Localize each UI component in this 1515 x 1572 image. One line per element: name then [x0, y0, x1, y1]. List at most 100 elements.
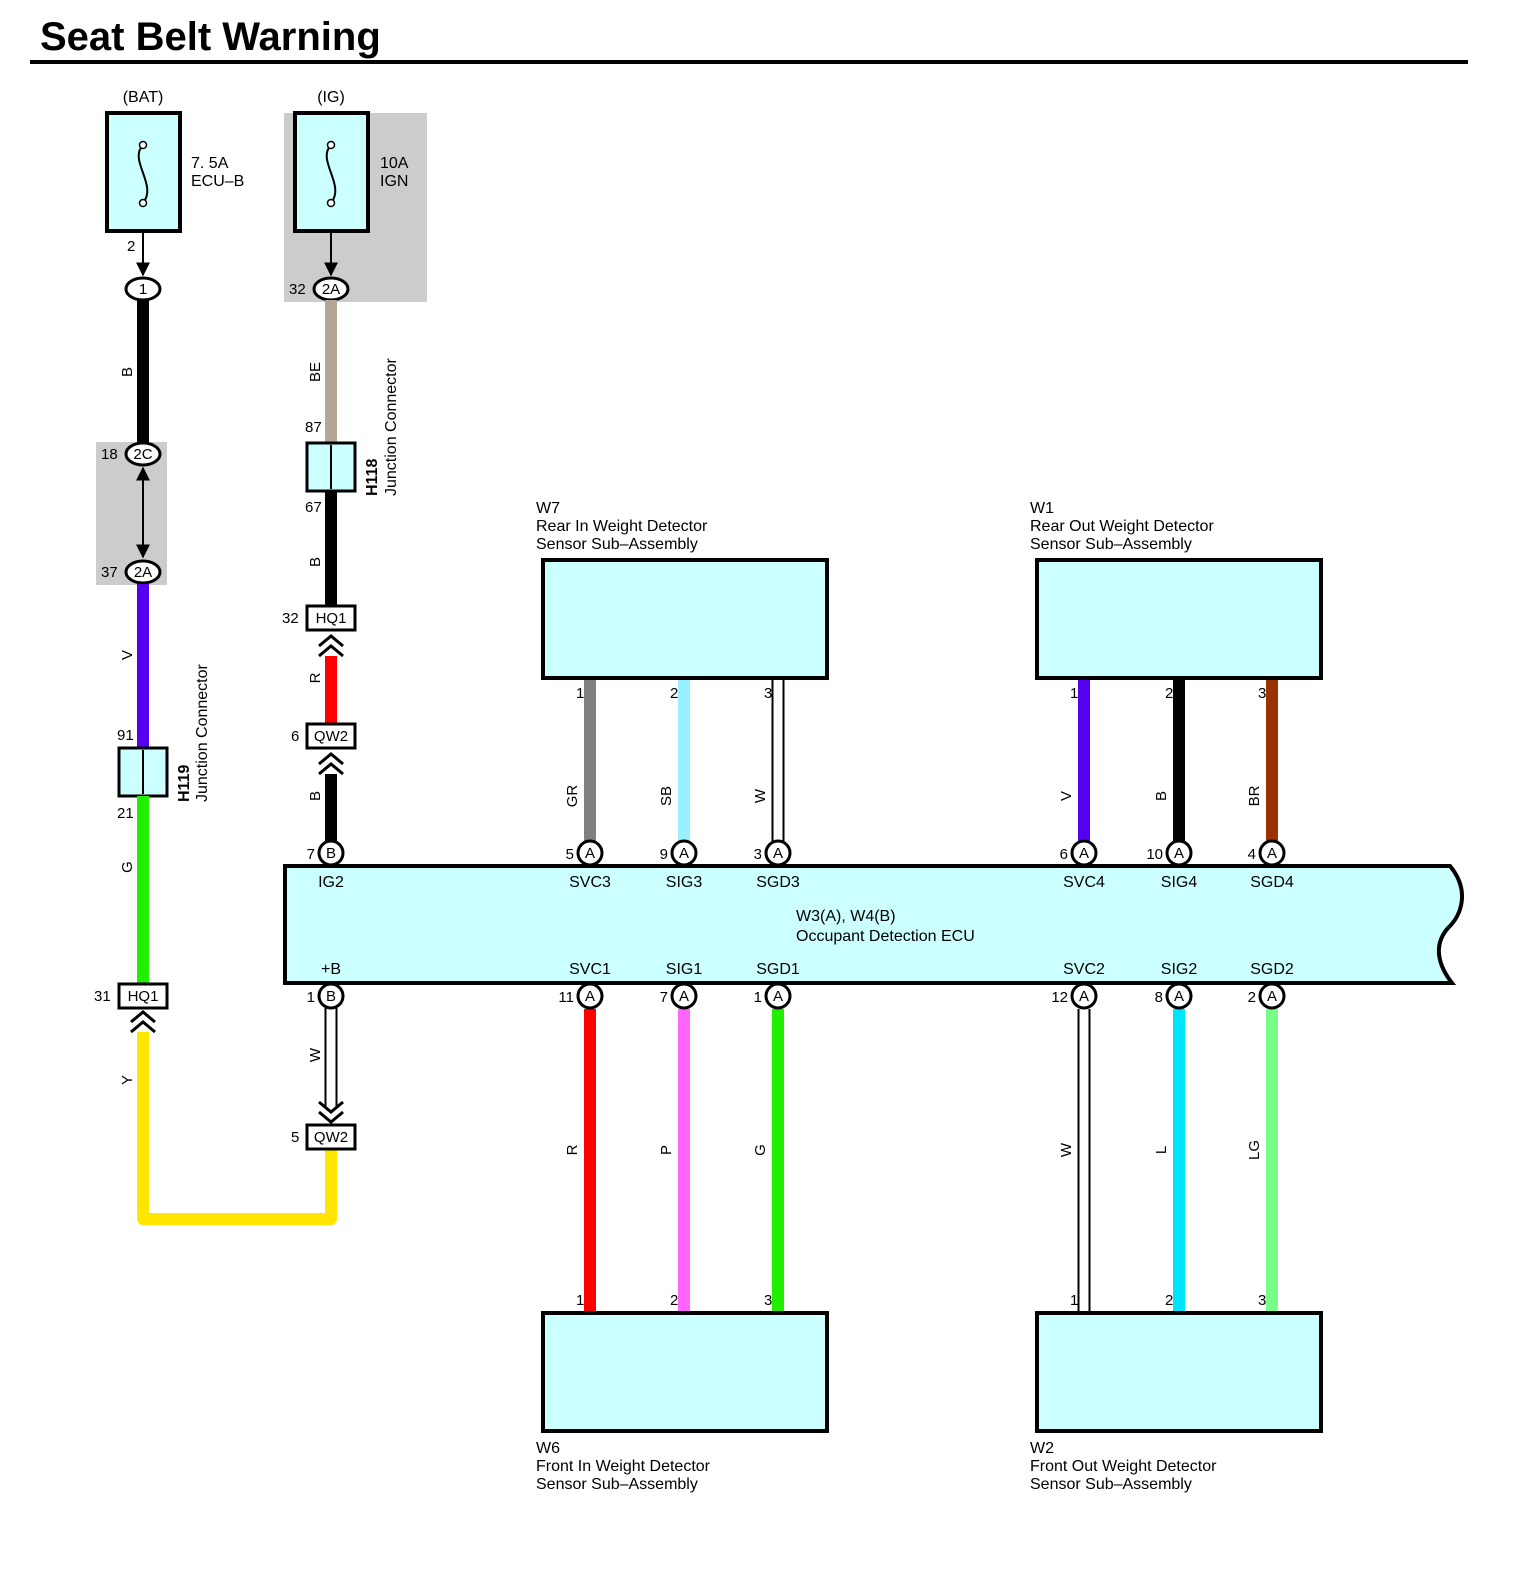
- ecu-block: [283, 864, 1465, 985]
- wire-label-w7-2: SB: [658, 786, 675, 806]
- svg-text:B: B: [326, 845, 336, 862]
- svg-text:12: 12: [1051, 989, 1068, 1006]
- wire-w1-br: BR: [1246, 678, 1278, 841]
- connector-2a-left: [124, 559, 162, 585]
- sensor-w7-id: W7: [536, 500, 560, 517]
- svg-text:W: W: [307, 1047, 324, 1062]
- svg-text:G: G: [119, 861, 136, 873]
- svg-text:91: 91: [117, 727, 134, 744]
- ecu-id: W3(A), W4(B): [796, 908, 896, 925]
- wire-w6-r: R: [564, 1009, 596, 1313]
- wire-label-w2-1: W: [1058, 1142, 1075, 1157]
- sensor-w7-pin: 2: [670, 685, 678, 702]
- svg-text:SIG4: SIG4: [1161, 874, 1198, 891]
- sensor-w2-pin: 1: [1070, 1292, 1078, 1309]
- svg-text:SGD3: SGD3: [756, 874, 800, 891]
- svg-text:SVC2: SVC2: [1063, 961, 1105, 978]
- svg-text:A: A: [585, 845, 595, 862]
- sensor-w6-pin: 2: [670, 1292, 678, 1309]
- svg-text:+B: +B: [321, 961, 341, 978]
- sensor-w2-line1: Front Out Weight Detector: [1030, 1458, 1217, 1475]
- connector-1: [124, 276, 162, 302]
- svg-text:IG2: IG2: [318, 874, 344, 891]
- ig-source-label: (IG): [317, 89, 345, 106]
- sensor-w6-line1: Front In Weight Detector: [536, 1458, 711, 1475]
- svg-text:B: B: [307, 557, 324, 567]
- svg-text:5: 5: [566, 846, 574, 863]
- svg-text:A: A: [1079, 988, 1089, 1005]
- connector-qw2-bottom: [305, 1123, 357, 1151]
- svg-text:BE: BE: [307, 362, 324, 382]
- svg-text:A: A: [585, 988, 595, 1005]
- sensor-w1-pin: 3: [1258, 685, 1266, 702]
- svg-text:18: 18: [101, 446, 118, 463]
- wire-label-w7-3: W: [752, 788, 769, 803]
- svg-text:SVC3: SVC3: [569, 874, 611, 891]
- svg-text:SIG2: SIG2: [1161, 961, 1198, 978]
- sensor-w6-pin: 1: [576, 1292, 584, 1309]
- wire-label-w1-3: BR: [1246, 785, 1263, 806]
- svg-text:B: B: [307, 791, 324, 801]
- sensor-w1-id: W1: [1030, 500, 1054, 517]
- connector-2c: [124, 441, 162, 467]
- h118-id: H118: [364, 459, 381, 496]
- svg-text:QW2: QW2: [314, 1129, 348, 1146]
- sensor-w6-pin: 3: [764, 1292, 772, 1309]
- wire-w6-p: P: [658, 1009, 690, 1313]
- svg-text:A: A: [773, 988, 783, 1005]
- svg-text:A: A: [1079, 845, 1089, 862]
- svg-text:1: 1: [139, 281, 147, 298]
- svg-text:Y: Y: [119, 1075, 136, 1085]
- svg-text:11: 11: [558, 989, 574, 1006]
- wire-label-w6-3: G: [752, 1144, 769, 1156]
- svg-text:A: A: [1267, 988, 1277, 1005]
- svg-text:SGD4: SGD4: [1250, 874, 1294, 891]
- wire-w2-l: L: [1153, 1009, 1185, 1313]
- wire-label-w7-1: GR: [564, 785, 581, 808]
- svg-text:SVC4: SVC4: [1063, 874, 1105, 891]
- svg-text:6: 6: [1060, 846, 1068, 863]
- sensor-w7-line1: Rear In Weight Detector: [536, 518, 708, 535]
- svg-text:7: 7: [307, 846, 315, 863]
- sensor-w7-line2: Sensor Sub–Assembly: [536, 536, 698, 553]
- ecu-name: Occupant Detection ECU: [796, 928, 975, 945]
- wire-w1-v: V: [1058, 678, 1090, 841]
- h118-name: Junction Connector: [383, 357, 400, 496]
- wire-label-w2-3: LG: [1246, 1140, 1263, 1160]
- connector-qw2-top: [305, 722, 357, 750]
- sensor-w7-pin: 1: [576, 685, 584, 702]
- svg-text:SIG1: SIG1: [666, 961, 703, 978]
- wire-label-w1-1: V: [1058, 791, 1075, 801]
- svg-text:R: R: [307, 672, 324, 683]
- wire-label-w1-2: B: [1153, 791, 1170, 801]
- wire-w7-sb: SB: [658, 678, 690, 841]
- svg-text:2: 2: [1248, 989, 1256, 1006]
- fuse-ign-amp: 10A: [380, 155, 409, 172]
- svg-text:B: B: [326, 988, 336, 1005]
- svg-text:A: A: [679, 845, 689, 862]
- svg-text:SGD1: SGD1: [756, 961, 800, 978]
- svg-text:6: 6: [291, 728, 299, 745]
- fuse-ecu-b-amp: 7. 5A: [191, 155, 229, 172]
- wire-w7-gr: GR: [564, 678, 596, 841]
- ecu-pin-bottom-1: B1+B: [307, 961, 345, 1010]
- svg-text:A: A: [1267, 845, 1277, 862]
- h119-name: Junction Connector: [194, 663, 211, 802]
- sensor-w6-id: W6: [536, 1440, 560, 1457]
- svg-text:2C: 2C: [133, 446, 152, 463]
- svg-text:A: A: [1174, 845, 1184, 862]
- svg-text:32: 32: [289, 281, 306, 298]
- svg-text:HQ1: HQ1: [128, 988, 159, 1005]
- wire-w2-lg: LG: [1246, 1009, 1278, 1313]
